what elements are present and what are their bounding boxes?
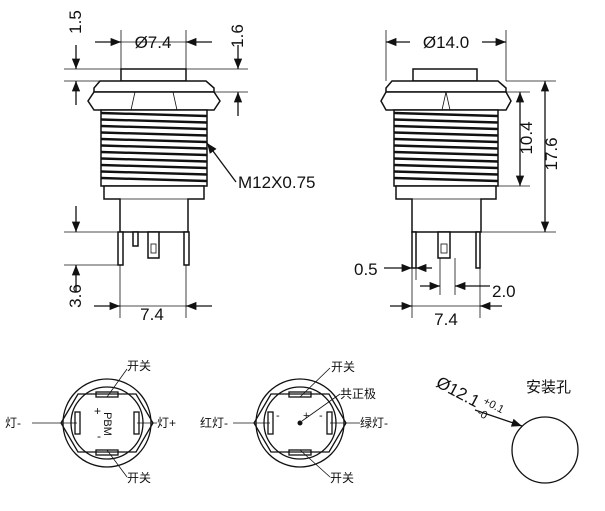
right-switch-bottom-label: 开关 — [330, 471, 354, 485]
front-pin-len-label: 3.6 — [66, 284, 85, 308]
side-pin-center — [437, 231, 451, 259]
thread-line — [393, 163, 499, 170]
side-lens-cap — [412, 68, 478, 82]
side-view: Ø14.0 10.4 17.6 0.5 2.0 7.4 — [354, 30, 561, 329]
thread-line — [100, 137, 208, 144]
mount-hole-circle — [511, 416, 579, 484]
left-switch-bottom-label: 开关 — [127, 471, 151, 485]
left-lamp-minus-label: 灯- — [5, 416, 21, 430]
side-pin-span-label: 7.4 — [434, 310, 458, 329]
side-lower-housing — [395, 185, 497, 233]
side-pin-right — [475, 231, 481, 269]
thread-line — [100, 150, 208, 157]
right-common-pos-label: 共正极 — [340, 387, 376, 401]
left-brand-label: PBM — [101, 412, 113, 436]
thread-line — [100, 118, 208, 124]
side-bezel — [385, 80, 507, 93]
right-minus-mark-right: - — [319, 410, 323, 422]
mount-hole: 安装孔 Ø12.1 +0.1 -0 — [433, 373, 579, 484]
right-minus-mark-left: - — [276, 410, 280, 422]
front-thread-label: M12X0.75 — [238, 173, 316, 192]
front-dia-lens-label: Ø7.4 — [135, 33, 172, 52]
thread-line — [393, 111, 499, 118]
side-thread-lines — [393, 111, 499, 183]
side-pin-gap-label: 2.0 — [492, 282, 516, 301]
side-total-len-label: 17.6 — [542, 137, 561, 170]
thread-line — [393, 124, 499, 131]
thread-line — [393, 144, 499, 150]
side-pin-left — [411, 231, 417, 269]
thread-line — [393, 170, 499, 176]
front-lens-cap — [120, 68, 187, 82]
side-thread-len-label: 10.4 — [517, 121, 536, 154]
side-pin-thick-label: 0.5 — [354, 260, 378, 279]
thread-line — [100, 163, 208, 170]
front-bezel — [93, 80, 215, 93]
front-h-top-label: 1.5 — [66, 10, 85, 34]
side-hex-nut — [380, 91, 512, 111]
thread-line — [100, 144, 208, 150]
front-lower-housing — [103, 185, 205, 233]
thread-line — [393, 131, 499, 137]
front-pin-small — [132, 231, 139, 247]
right-center-dot — [297, 420, 303, 426]
thread-line — [393, 137, 499, 144]
front-pin-span-label: 7.4 — [140, 305, 164, 324]
front-pin-center — [147, 231, 160, 259]
thread-line — [393, 150, 499, 157]
mount-hole-dia-label: Ø12.1 — [433, 373, 483, 412]
front-thread-lines — [100, 111, 208, 183]
left-lamp-plus-label: 灯+ — [157, 416, 176, 430]
thread-line — [100, 176, 208, 183]
wiring-diagram-left: + - PBM 开关 开关 灯- 灯+ — [5, 359, 176, 485]
thread-line — [100, 157, 208, 163]
left-plus-mark: + — [94, 404, 101, 418]
thread-line — [393, 157, 499, 163]
front-pin-left — [117, 231, 124, 266]
right-red-minus-label: 红灯- — [200, 415, 228, 430]
thread-line — [100, 124, 208, 131]
thread-line — [100, 111, 208, 118]
mount-hole-title: 安装孔 — [526, 379, 571, 396]
front-view: Ø7.4 1.5 1.6 M12X0.75 3.6 7.4 — [64, 10, 316, 324]
thread-line — [393, 118, 499, 124]
thread-line — [393, 176, 499, 183]
side-dia-bezel-label: Ø14.0 — [423, 33, 469, 52]
thread-line — [100, 131, 208, 137]
front-pin-right — [183, 231, 190, 266]
right-switch-top-label: 开关 — [331, 360, 355, 374]
thread-line — [100, 170, 208, 176]
front-h-lens-label: 1.6 — [228, 24, 247, 48]
front-hex-nut — [87, 91, 221, 111]
right-plus-mark: + — [303, 410, 309, 422]
wiring-diagram-right: + - - 开关 共正极 开关 红灯- 绿灯- — [200, 360, 388, 485]
right-green-minus-label: 绿灯- — [360, 415, 388, 430]
left-minus-mark: - — [97, 429, 101, 443]
left-switch-top-label: 开关 — [127, 359, 151, 373]
